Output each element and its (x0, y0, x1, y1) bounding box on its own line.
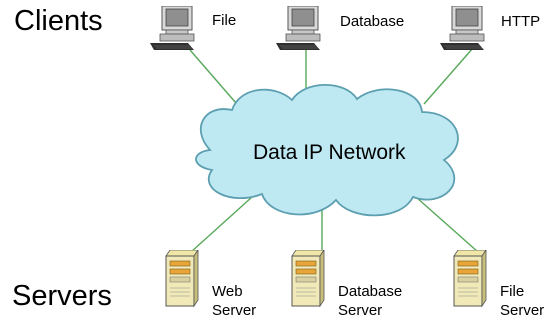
link-client-http (423, 47, 474, 105)
server-tower-icon (453, 250, 487, 308)
network-cloud (195, 83, 459, 217)
network-label: Data IP Network (253, 141, 406, 164)
desktop-computer-icon (150, 6, 195, 50)
desktop-computer-icon (276, 6, 321, 50)
link-server-file (415, 196, 479, 253)
server-file-label-line1: File (500, 283, 525, 300)
client-http (440, 6, 490, 54)
servers-heading: Servers (12, 280, 112, 312)
server-tower-icon (165, 250, 199, 308)
clients-heading: Clients (14, 5, 103, 37)
client-file-label: File (212, 12, 237, 29)
connection-lines (189, 47, 479, 253)
desktop-computer-icon (440, 6, 485, 50)
client-http-label: HTTP (501, 13, 541, 30)
server-database-label-line2: Server (338, 302, 383, 319)
server-file (452, 250, 488, 308)
link-client-file (189, 49, 237, 104)
client-database (276, 6, 326, 54)
client-database-label: Database (340, 13, 405, 30)
server-web (164, 250, 200, 308)
link-server-web (190, 187, 263, 253)
server-file-label-line2: Server (500, 302, 545, 319)
server-database-label-line1: Database (338, 283, 403, 300)
client-file (150, 6, 200, 54)
server-database (290, 250, 326, 308)
server-web-label-line1: Web (212, 283, 243, 300)
server-web-label-line2: Server (212, 302, 257, 319)
server-tower-icon (291, 250, 325, 308)
